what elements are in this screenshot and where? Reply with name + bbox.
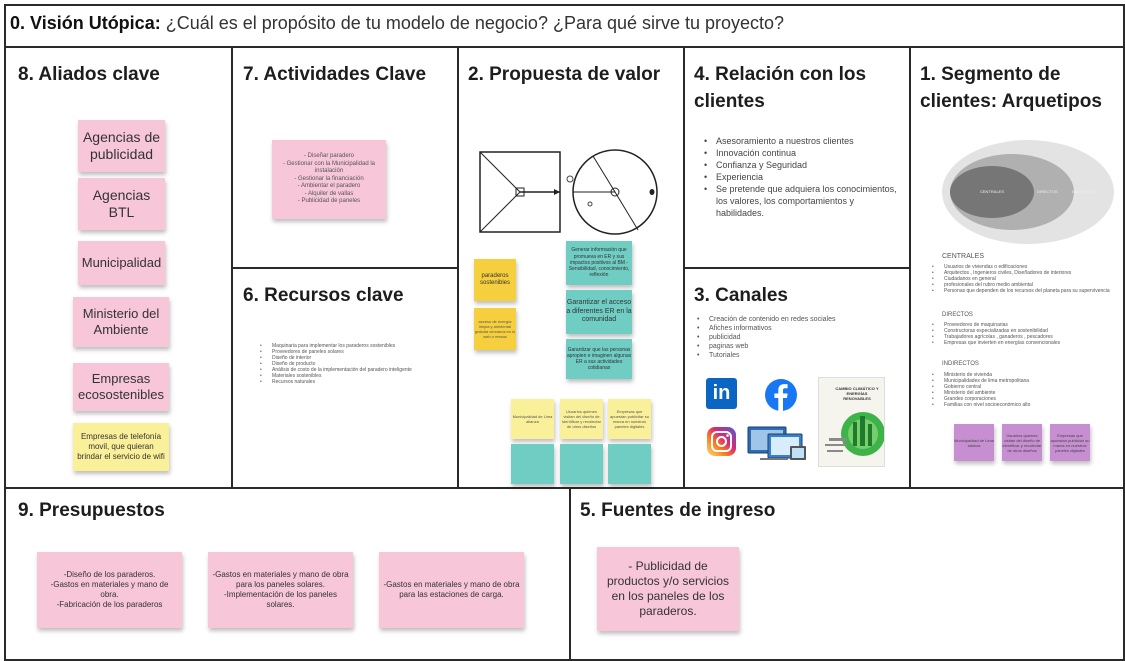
aliado-note[interactable]: Empresas de telefonía movil, que quieran…	[73, 423, 169, 471]
indirectos-list: Ministerio de vivienda Municipalidades d…	[932, 372, 1118, 408]
directos-list: Proveedores de maquinarias Constructoras…	[932, 322, 1118, 346]
centrales-item: Usuarios de viviendas o edificaciones	[932, 264, 1118, 270]
recursos-list: Maquinaria para implementar los paradero…	[260, 343, 450, 385]
divider	[457, 47, 459, 488]
linkedin-icon-label: in	[712, 382, 731, 404]
propuesta-teal-small-note[interactable]	[608, 444, 651, 484]
aliado-note[interactable]: Agencias de publicidad	[78, 120, 165, 172]
aliados-title: 8. Aliados clave	[18, 64, 160, 85]
divider	[684, 267, 910, 269]
linkedin-icon[interactable]: in	[706, 378, 737, 409]
divider	[4, 487, 1125, 489]
propuesta-yellow-note[interactable]: Usuarios quienes visitan del diseño de i…	[560, 399, 603, 439]
directos-item: Proveedores de maquinarias	[932, 322, 1118, 328]
centrales-heading: CENTRALES	[942, 253, 985, 260]
presupuestos-title: 9. Presupuestos	[18, 500, 165, 521]
divider	[232, 267, 458, 269]
ring-label-indirectos: INDIRECTOS	[1072, 189, 1097, 194]
ring-label-centrales: CENTRALES	[980, 189, 1005, 194]
segmento-purple-note[interactable]: Usuarios quienes visitan del diseño de i…	[1002, 424, 1042, 461]
recurso-item: Diseño de producto	[260, 361, 450, 367]
recurso-item: Recursos naturales	[260, 379, 450, 385]
propuesta-orange-note[interactable]: acceso de energía limpia y ambiental gra…	[474, 308, 516, 350]
indirectos-item: Gobierno central	[932, 384, 1118, 390]
relacion-item: Se pretende que adquiera los conocimient…	[704, 183, 900, 219]
web-pages-icon	[747, 426, 806, 460]
centrales-item: Ciudadanos en general	[932, 276, 1118, 282]
vision-header: 0. Visión Utópica: ¿Cuál es el propósito…	[10, 13, 784, 34]
relacion-item: Experiencia	[704, 171, 900, 183]
canales-title: 3. Canales	[694, 285, 788, 306]
canal-item: Tutoriales	[697, 351, 887, 360]
poster-image: CAMBIO CLIMÁTICO Y ENERGÍAS RENOVABLES	[818, 377, 885, 467]
divider	[909, 47, 911, 488]
propuesta-teal-note[interactable]: Generar información que promueva en ER y…	[566, 241, 632, 285]
centrales-item: Arquitectos , Ingenieros civiles, Diseña…	[932, 270, 1118, 276]
ring-label-directos: DIRECTOS	[1037, 189, 1058, 194]
propuesta-title: 2. Propuesta de valor	[468, 64, 661, 85]
value-proposition-canvas-icon	[479, 149, 658, 235]
propuesta-teal-small-note[interactable]	[560, 444, 603, 484]
actividades-note[interactable]: - Diseñar paradero - Gestionar con la Mu…	[272, 140, 386, 219]
propuesta-yellow-note[interactable]: Municipalidad de Lima alianza	[511, 399, 554, 439]
recurso-item: Análisis de costo de la implementación d…	[260, 367, 450, 373]
relacion-title: 4. Relación con los clientes	[694, 64, 867, 112]
centrales-item: profesionales del rubro medio ambiental	[932, 282, 1118, 288]
sustainable-city-icon	[825, 412, 884, 456]
segmento-title: 1. Segmento de clientes: Arquetipos	[920, 64, 1102, 112]
divider	[4, 46, 1125, 48]
facebook-icon[interactable]	[764, 378, 798, 412]
relacion-list: Asesoramiento a nuestros clientes Innova…	[704, 135, 900, 219]
customer-rings-diagram	[942, 140, 1114, 244]
aliado-note[interactable]: Ministerio del Ambiente	[73, 297, 169, 347]
canal-item: Afiches informativos	[697, 324, 887, 333]
fuentes-title: 5. Fuentes de ingreso	[580, 500, 776, 521]
segmento-purple-note[interactable]: Municipalidad de Lima alianza	[954, 424, 994, 461]
poster-title: CAMBIO CLIMÁTICO Y ENERGÍAS RENOVABLES	[835, 386, 879, 401]
vision-label: 0. Visión Utópica:	[10, 13, 161, 33]
directos-heading: DIRECTOS	[942, 312, 973, 318]
vision-question: ¿Cuál es el propósito de tu modelo de ne…	[160, 13, 785, 33]
relacion-item: Asesoramiento a nuestros clientes	[704, 135, 900, 147]
directos-item: Constructoras especializadas en sostenib…	[932, 328, 1118, 334]
fuentes-note[interactable]: - Publicidad de productos y/o servicios …	[597, 547, 739, 631]
centrales-item: Personas que dependen de los recursos de…	[932, 288, 1118, 294]
recursos-title: 6. Recursos clave	[243, 285, 404, 306]
canal-item: paginas web	[697, 342, 887, 351]
aliado-note[interactable]: Municipalidad	[78, 241, 165, 285]
directos-item: Empresas que invierten en energías conve…	[932, 340, 1118, 346]
canvas-frame	[4, 4, 1125, 661]
canal-item: Creación de contenido en redes sociales	[697, 315, 887, 324]
recurso-item: Diseño de interior	[260, 355, 450, 361]
relacion-item: Innovación continua	[704, 147, 900, 159]
presupuesto-note[interactable]: -Diseño de los paraderos. -Gastos en mat…	[37, 552, 182, 628]
indirectos-item: Ministerio de vivienda	[932, 372, 1118, 378]
propuesta-teal-note[interactable]: Garantizar que las personas apropien e i…	[566, 339, 632, 379]
actividades-title: 7. Actividades Clave	[243, 64, 427, 85]
instagram-icon[interactable]	[706, 426, 737, 457]
propuesta-teal-small-note[interactable]	[511, 444, 554, 484]
propuesta-yellow-note[interactable]: Empresas que apuestan publicitar su marc…	[608, 399, 651, 439]
relacion-item: Confianza y Seguridad	[704, 159, 900, 171]
canal-item: publicidad	[697, 333, 887, 342]
indirectos-item: Grandes corporaciones	[932, 396, 1118, 402]
centrales-list: Usuarios de viviendas o edificaciones Ar…	[932, 264, 1118, 294]
canales-list: Creación de contenido en redes sociales …	[697, 315, 887, 360]
propuesta-orange-note[interactable]: paraderos sostenibles	[474, 259, 516, 301]
recurso-item: Materiales sostenibles	[260, 373, 450, 379]
directos-item: Trabajadores agrícolas , ganaderos , pes…	[932, 334, 1118, 340]
presupuesto-note[interactable]: -Gastos en materiales y mano de obra par…	[379, 552, 524, 628]
recurso-item: Maquinaria para implementar los paradero…	[260, 343, 450, 349]
indirectos-item: Familias con nivel socioeconómico alto	[932, 402, 1118, 408]
indirectos-item: Municipalidades de lima metropolitana	[932, 378, 1118, 384]
propuesta-teal-note[interactable]: Garantizar el acceso a diferentes ER en …	[566, 290, 632, 334]
indirectos-item: Ministerio del ambiente	[932, 390, 1118, 396]
aliado-note[interactable]: Agencias BTL	[78, 178, 165, 230]
presupuesto-note[interactable]: -Gastos en materiales y mano de obra par…	[208, 552, 353, 628]
aliado-note[interactable]: Empresas ecosostenibles	[73, 363, 169, 411]
segmento-purple-note[interactable]: Empresas que apuestan publicitar su marc…	[1050, 424, 1090, 461]
divider	[569, 488, 571, 661]
indirectos-heading: INDIRECTOS	[942, 361, 979, 367]
recurso-item: Proveedores de paneles solares	[260, 349, 450, 355]
